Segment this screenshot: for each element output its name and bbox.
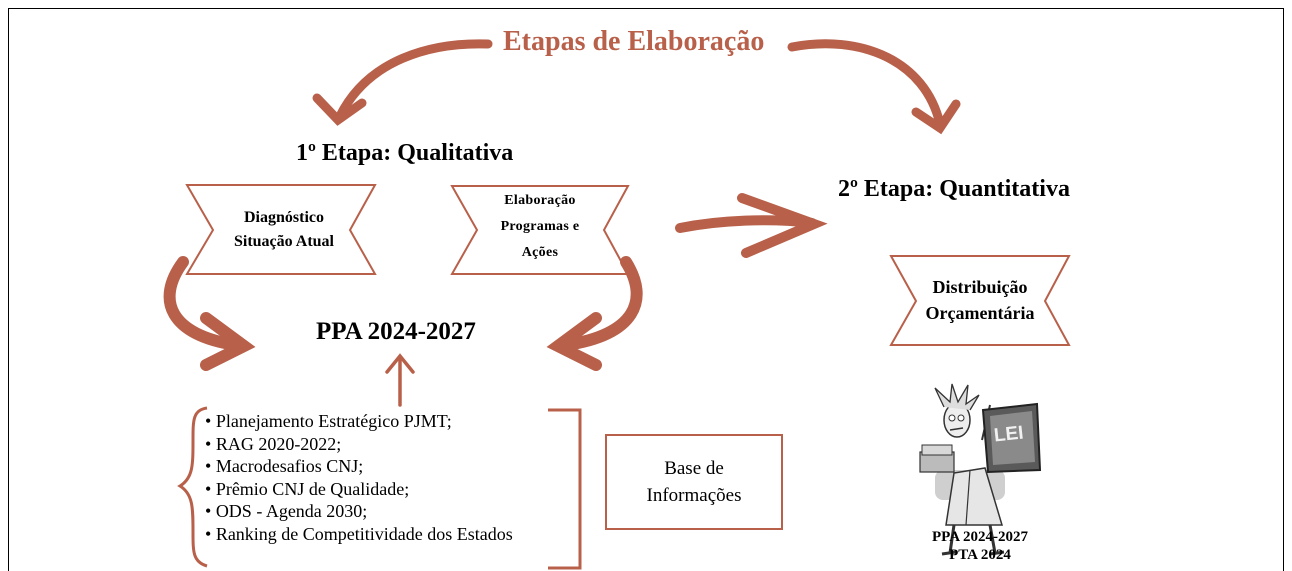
list-item: Planejamento Estratégico PJMT;: [205, 410, 513, 433]
list-item: Macrodesafios CNJ;: [205, 455, 513, 478]
diagram-frame: [8, 8, 1284, 571]
sources-right-bracket: [548, 408, 582, 570]
stage2-output-line2: PTA 2024: [949, 547, 1011, 563]
base-info-label-line1: Base de: [664, 458, 724, 479]
ppa-result: PPA 2024-2027: [316, 318, 476, 345]
base-info-label-line2: Informações: [646, 485, 742, 506]
curved-arrow-left-to-ppa: [163, 256, 256, 371]
stage1-title: 1º Etapa: Qualitativa: [296, 140, 514, 166]
elaboration-label-line1: Elaboração: [504, 193, 576, 208]
distribution-label-line2: Orçamentária: [925, 303, 1035, 323]
distribution-label: Distribuição Orçamentária: [910, 274, 1050, 326]
curved-arrow-to-stage2: [787, 39, 961, 135]
arrow-to-quantitative-stage: [675, 193, 828, 258]
list-item: ODS - Agenda 2030;: [205, 500, 513, 523]
sources-left-brace: [177, 406, 208, 568]
elaboration-label-line2: Programas e: [500, 219, 580, 234]
figure-with-lei-sign-illustration: [919, 383, 1042, 556]
distribution-ribbon-box: [889, 255, 1071, 346]
list-item: Prêmio CNJ de Qualidade;: [205, 478, 513, 501]
elaboration-label-line3: Ações: [521, 245, 559, 260]
base-info-box: [605, 434, 783, 530]
elaboration-label: Elaboração Programas e Ações: [474, 188, 606, 266]
stage2-output-line1: PPA 2024-2027: [932, 529, 1028, 545]
curved-arrow-right-to-ppa: [546, 256, 643, 371]
arrow-sources-to-ppa: [385, 353, 415, 407]
list-item: Ranking de Competitividade dos Estados: [205, 523, 513, 546]
diagnostic-label-line2: Situação Atual: [233, 233, 334, 250]
base-info-label: Base de Informações: [606, 455, 782, 509]
information-sources-list: Planejamento Estratégico PJMT; RAG 2020-…: [205, 410, 513, 545]
diagnostic-ribbon-box: [185, 184, 377, 275]
lei-sign-text: LEI: [992, 422, 1025, 447]
stage2-output: PPA 2024-2027 PTA 2024: [910, 528, 1050, 564]
distribution-label-line1: Distribuição: [932, 277, 1028, 297]
diagnostic-label-line1: Diagnóstico: [244, 209, 324, 226]
curved-arrow-to-stage1: [312, 39, 493, 126]
list-item: RAG 2020-2022;: [205, 433, 513, 456]
diagnostic-label: Diagnóstico Situação Atual: [205, 206, 363, 254]
diagram-title: Etapas de Elaboração: [503, 26, 765, 57]
stage2-title: 2º Etapa: Quantitativa: [838, 176, 1070, 202]
